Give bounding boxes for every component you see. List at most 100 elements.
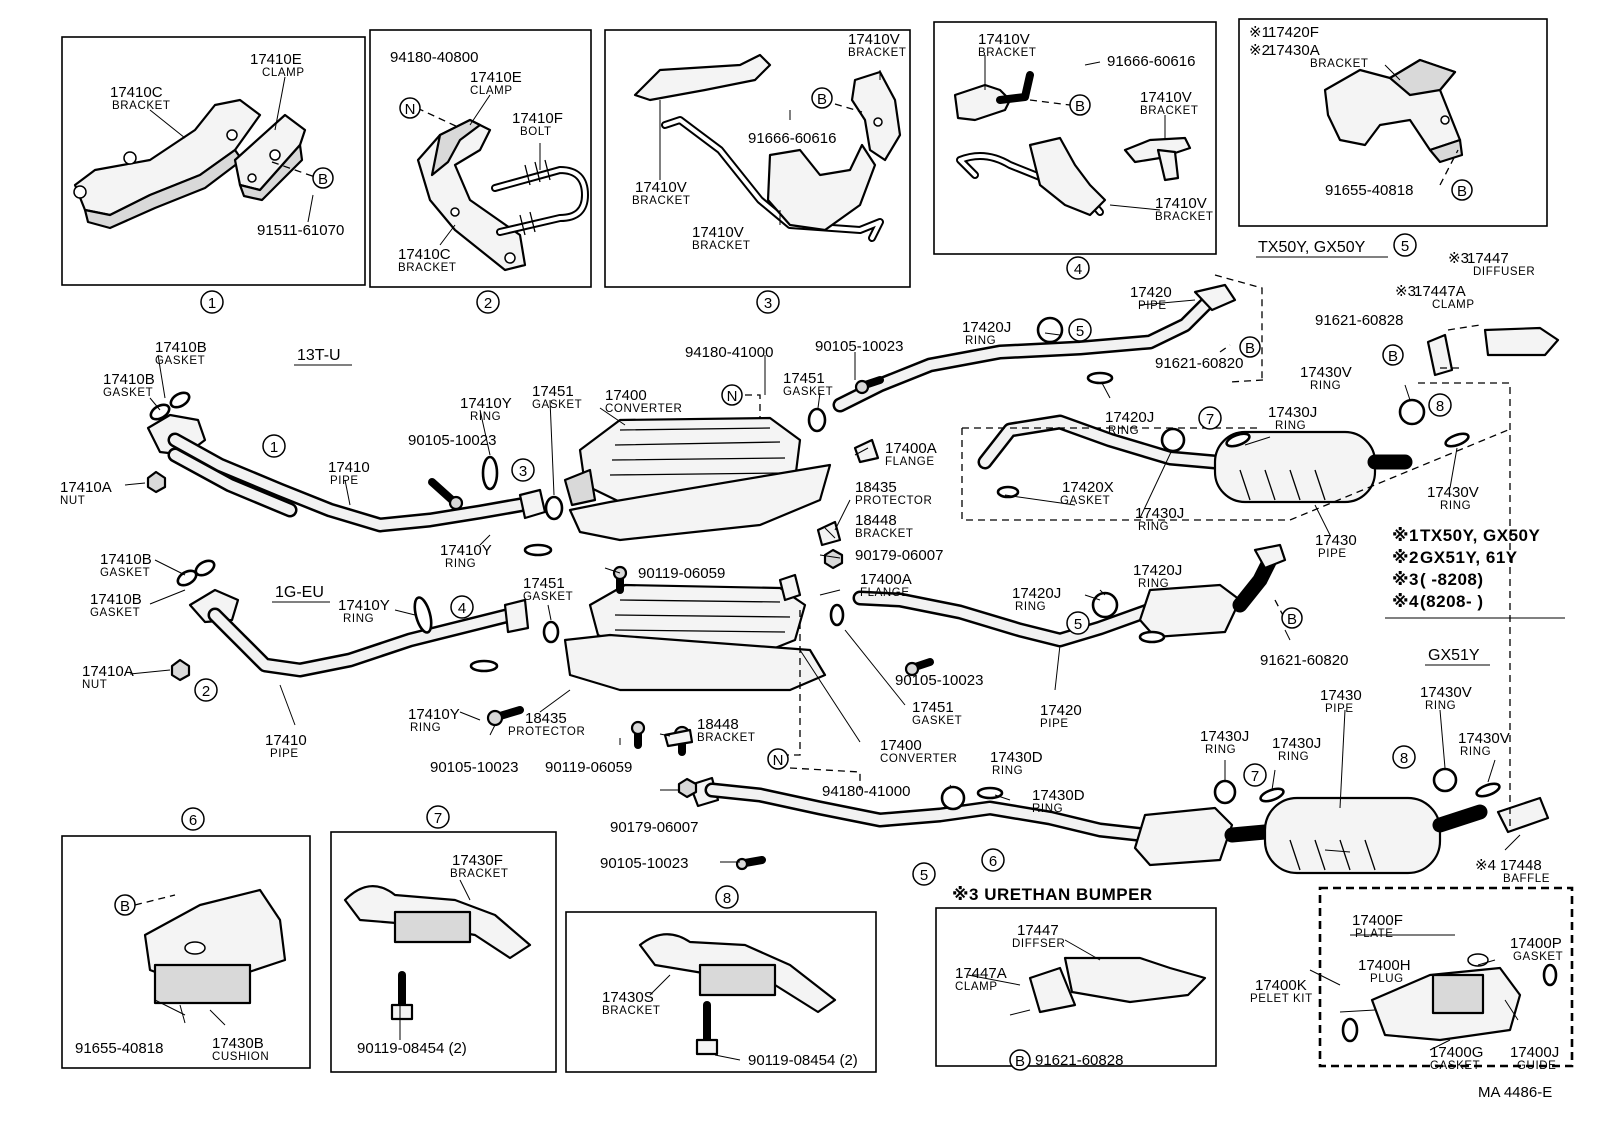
label-17430a: 17430A xyxy=(1268,42,1320,59)
ref-circle-3: 3 xyxy=(756,290,780,314)
b-circle-pipe-lower: B xyxy=(1281,607,1303,629)
name-flange: FLANGE xyxy=(885,456,935,468)
label-18448-a: 18448 xyxy=(855,512,897,529)
name-pipe: PIPE xyxy=(270,748,299,760)
svg-text:B: B xyxy=(1388,348,1398,365)
label-17430j-d: 17430J xyxy=(1272,735,1321,752)
label-17430d-b: 17430D xyxy=(1032,787,1085,804)
ref-circle-7-b: 7 xyxy=(1243,763,1267,787)
name-ring: RING xyxy=(1108,425,1139,437)
label-90119-08454-inset7: 90119-08454 (2) xyxy=(357,1040,467,1057)
label-17410e-inset1: 17410E xyxy=(250,51,302,68)
name-bracket: BRACKET xyxy=(1310,58,1369,70)
svg-text:B: B xyxy=(1075,98,1085,115)
mark-4-17448: ※4 xyxy=(1475,857,1496,874)
muffler-17430-upper-drawing xyxy=(977,414,1413,504)
name-diffser: DIFFSER xyxy=(1012,938,1065,950)
label-17400a-b: 17400A xyxy=(860,571,912,588)
label-90179-06007-a: 90179-06007 xyxy=(855,547,943,564)
label-17410b-d: 17410B xyxy=(90,591,142,608)
name-bracket: BRACKET xyxy=(398,262,457,274)
label-91655-40818-inset6: 91655-40818 xyxy=(75,1040,163,1057)
label-91655-40818-inset: 91655-40818 xyxy=(1325,182,1413,199)
name-ring: RING xyxy=(1138,578,1169,590)
svg-text:5: 5 xyxy=(1074,616,1082,633)
label-18435-a: 18435 xyxy=(855,479,897,496)
bracket-17410v-rod-drawing xyxy=(633,53,902,242)
label-17400-upper: 17400 xyxy=(605,387,647,404)
name-converter: CONVERTER xyxy=(880,753,957,765)
label-17400a-a: 17400A xyxy=(885,440,937,457)
label-17420j-a: 17420J xyxy=(962,319,1011,336)
note-mark-3: ※3 xyxy=(1392,570,1419,589)
clamp-17410e-drawing xyxy=(233,113,307,202)
name-ring: RING xyxy=(1440,500,1471,512)
converter-17400-lower-drawing xyxy=(563,583,827,692)
name-pipe: PIPE xyxy=(1325,703,1354,715)
ref-circle-1-pipe: 1 xyxy=(262,434,286,458)
name-ring: RING xyxy=(1205,744,1236,756)
label-17420j-d: 17420J xyxy=(1012,585,1061,602)
name-pelet-kit: PELET KIT xyxy=(1250,993,1313,1005)
name-gasket: GASKET xyxy=(912,715,962,727)
label-17420f: 17420F xyxy=(1268,24,1319,41)
ref-circle-3-pipe: 3 xyxy=(511,458,535,482)
name-bracket: BRACKET xyxy=(697,732,756,744)
svg-text:8: 8 xyxy=(1436,398,1444,415)
name-ring: RING xyxy=(992,765,1023,777)
ref-circle-8-a: 8 xyxy=(1428,393,1452,417)
name-ring: RING xyxy=(410,722,441,734)
name-bracket: BRACKET xyxy=(632,195,691,207)
b-circle-inset4: B xyxy=(1069,94,1091,116)
svg-text:6: 6 xyxy=(989,853,997,870)
inset-box-3 xyxy=(604,29,911,288)
rings-and-gaskets xyxy=(149,316,1501,811)
ref-circle-5-b: 5 xyxy=(1393,233,1417,257)
label-17430v-c: 17430V xyxy=(1420,684,1472,701)
name-plate: PLATE xyxy=(1355,928,1394,940)
name-cushion: CUSHION xyxy=(212,1051,269,1063)
label-91621-60828-bumper: 91621-60828 xyxy=(1035,1052,1123,1069)
svg-text:6: 6 xyxy=(189,812,197,829)
label-17430v-a: 17430V xyxy=(1300,364,1352,381)
svg-text:1: 1 xyxy=(208,295,216,312)
svg-text:B: B xyxy=(1457,183,1467,200)
name-gasket: GASKET xyxy=(103,387,153,399)
name-gasket: GASKET xyxy=(523,591,573,603)
pelet-kit-17400k-drawing xyxy=(1341,953,1558,1043)
label-17410f: 17410F xyxy=(512,110,563,127)
label-17420x: 17420X xyxy=(1062,479,1114,496)
name-ring: RING xyxy=(1425,700,1456,712)
svg-text:3: 3 xyxy=(764,295,772,312)
svg-text:2: 2 xyxy=(202,683,210,700)
name-pipe: PIPE xyxy=(1318,548,1347,560)
note-mark-1: ※1 xyxy=(1392,526,1419,545)
model-notes: ※1 TX50Y, GX50Y ※2 GX51Y, 61Y ※3 ( -8208… xyxy=(1385,526,1565,619)
name-ring: RING xyxy=(470,411,501,423)
label-17451-c: 17451 xyxy=(523,575,565,592)
label-17410y-d: 17410Y xyxy=(408,706,460,723)
svg-text:3: 3 xyxy=(519,463,527,480)
svg-text:B: B xyxy=(120,898,130,915)
label-17410a-upper: 17410A xyxy=(60,479,112,496)
converter-17400-upper-drawing xyxy=(563,416,832,542)
label-17420-lower: 17420 xyxy=(1040,702,1082,719)
heading-urethan-bumper: ※3 URETHAN BUMPER xyxy=(952,885,1153,904)
ref-circle-5-c: 5 xyxy=(1066,611,1090,635)
name-gasket: GASKET xyxy=(100,567,150,579)
name-diffuser: DIFFUSER xyxy=(1473,266,1535,278)
svg-text:B: B xyxy=(1245,340,1255,357)
label-94180-41000-a: 94180-41000 xyxy=(685,344,773,361)
name-bolt: BOLT xyxy=(520,126,552,138)
pipe-17420-lower-drawing xyxy=(852,543,1287,648)
label-90119-06059-a: 90119-06059 xyxy=(638,565,725,582)
label-17430-upper: 17430 xyxy=(1315,532,1357,549)
mark-3-17447: ※3 xyxy=(1448,250,1469,267)
label-17410y-b: 17410Y xyxy=(440,542,492,559)
svg-text:5: 5 xyxy=(920,867,928,884)
label-17430j-c: 17430J xyxy=(1200,728,1249,745)
label-17420j-c: 17420J xyxy=(1133,562,1182,579)
name-pipe: PIPE xyxy=(1138,300,1167,312)
ref-circle-4: 4 xyxy=(1066,256,1090,280)
